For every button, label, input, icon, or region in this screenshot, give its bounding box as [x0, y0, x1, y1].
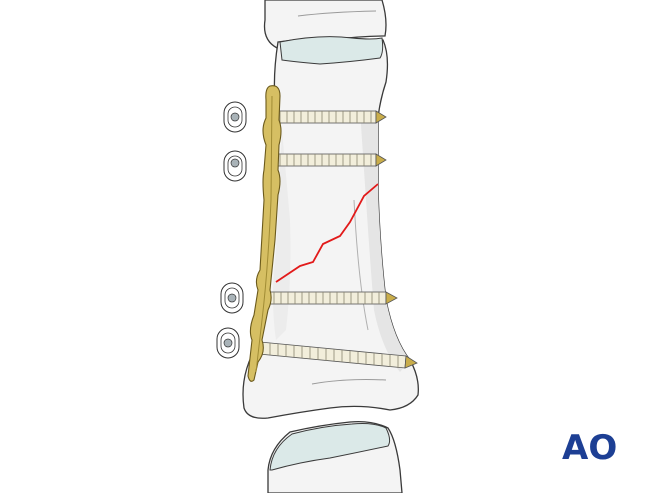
hole-icon-3	[220, 282, 244, 314]
distal-bone	[267, 420, 403, 494]
plate	[247, 85, 282, 382]
fracture-line	[275, 183, 379, 283]
hole-icons	[216, 101, 247, 359]
shaft-bone	[242, 36, 419, 419]
ao-logo: AO	[562, 428, 617, 468]
ao-logo-text: AO	[562, 428, 618, 468]
screw-3	[265, 291, 398, 305]
screws	[258, 110, 418, 369]
hole-icon-4	[216, 327, 240, 359]
screw-1	[271, 110, 387, 124]
screw-2	[271, 153, 387, 167]
hole-icon-1	[223, 101, 247, 133]
hole-icon-2	[223, 150, 247, 182]
